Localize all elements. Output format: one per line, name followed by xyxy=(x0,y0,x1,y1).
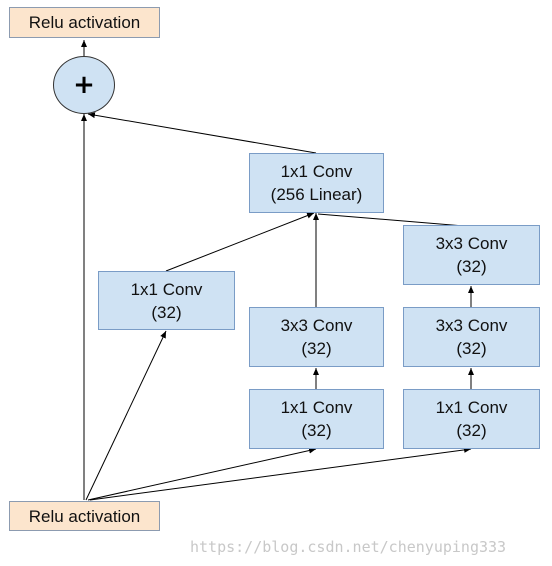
branch1-conv-1x1: 1x1 Conv (32) xyxy=(98,271,235,330)
branch2-conv-3x3-line1: 3x3 Conv xyxy=(280,316,353,335)
conv-1x1-linear: 1x1 Conv (256 Linear) xyxy=(249,153,384,213)
watermark-url: https://blog.csdn.net/chenyuping333 xyxy=(190,538,507,556)
edge-branch1-to-linear xyxy=(165,212,315,272)
branch3-conv-1x1: 1x1 Conv (32) xyxy=(403,389,540,449)
branch3-conv-1x1-line2: (32) xyxy=(456,421,487,440)
branch3-conv-3x3-b-line2: (32) xyxy=(456,257,487,276)
add-node: + xyxy=(53,56,115,114)
branch3-conv-3x3-b: 3x3 Conv (32) xyxy=(403,225,540,285)
edge-relu-to-branch3 xyxy=(89,446,472,501)
edge-relu-to-branch1 xyxy=(85,330,167,501)
conv-1x1-linear-line2: (256 Linear) xyxy=(270,185,363,204)
branch1-conv-1x1-line1: 1x1 Conv xyxy=(130,279,203,299)
branch2-conv-3x3: 3x3 Conv (32) xyxy=(249,307,384,367)
branch2-conv-1x1: 1x1 Conv (32) xyxy=(249,389,384,449)
edge-linear-to-add xyxy=(87,112,317,154)
plus-icon: + xyxy=(73,70,95,100)
branch2-conv-1x1-line1: 1x1 Conv xyxy=(280,398,353,417)
edge-branch3-to-linear xyxy=(317,213,465,227)
branch3-conv-3x3-a: 3x3 Conv (32) xyxy=(403,307,540,367)
branch3-conv-1x1-line1: 1x1 Conv xyxy=(435,398,508,417)
relu-activation-bottom-label: Relu activation xyxy=(28,506,141,526)
conv-1x1-linear-line1: 1x1 Conv xyxy=(280,162,353,181)
relu-activation-top-label: Relu activation xyxy=(28,13,141,32)
branch1-conv-1x1-line2: (32) xyxy=(151,302,182,322)
branch3-conv-3x3-b-line1: 3x3 Conv xyxy=(435,234,508,253)
branch2-conv-1x1-line2: (32) xyxy=(301,421,332,440)
relu-activation-bottom: Relu activation xyxy=(9,501,160,531)
edge-relu-to-branch2 xyxy=(87,447,317,501)
branch2-conv-3x3-line2: (32) xyxy=(301,339,332,358)
relu-activation-top: Relu activation xyxy=(9,7,160,38)
branch3-conv-3x3-a-line2: (32) xyxy=(456,339,487,358)
branch3-conv-3x3-a-line1: 3x3 Conv xyxy=(435,316,508,335)
